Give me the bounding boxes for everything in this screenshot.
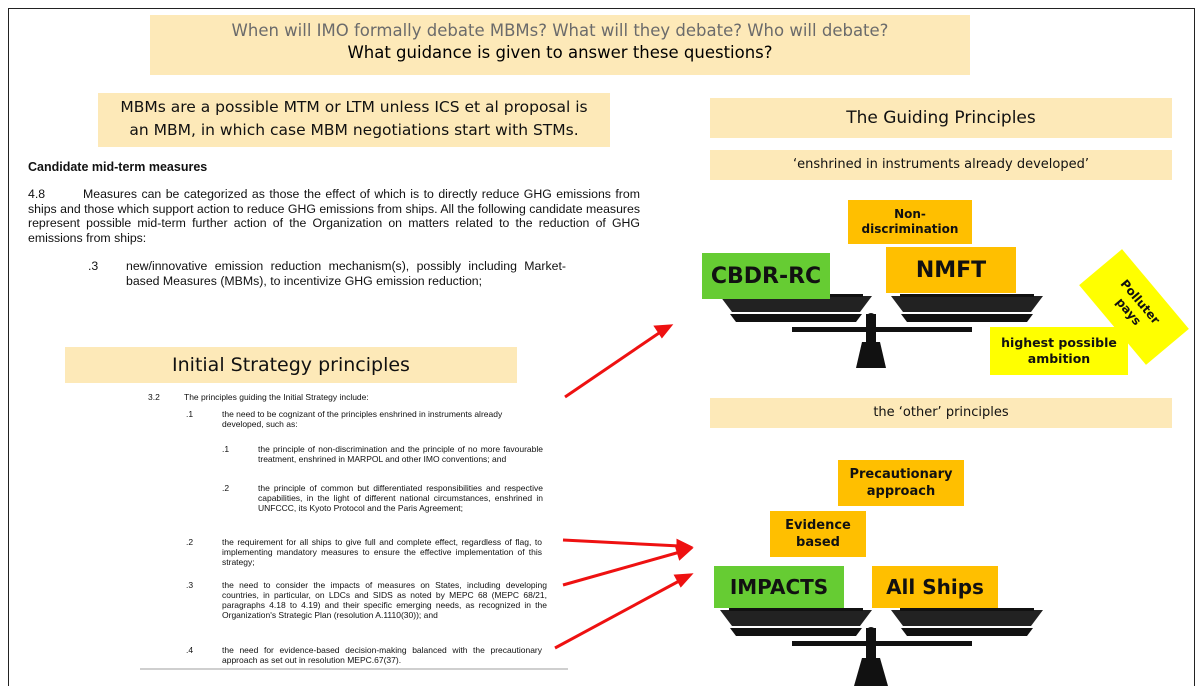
p3-number: .3 — [186, 580, 194, 590]
header-guidance: What guidance is given to answer these q… — [347, 43, 773, 62]
highest-ambition-label: highest possible ambition — [1001, 335, 1117, 366]
item-3-number: .3 — [88, 259, 99, 273]
evidence-based-label: Evidence based — [785, 518, 851, 550]
p4-text: the need for evidence-based decision-mak… — [222, 645, 542, 665]
evidence-based-box: Evidence based — [770, 511, 866, 557]
top-scale-icon — [720, 294, 1043, 368]
para-number: 4.8 — [28, 187, 46, 201]
principles-intro: The principles guiding the Initial Strat… — [184, 392, 369, 402]
impacts-box: IMPACTS — [714, 566, 844, 608]
header-question: When will IMO formally debate MBMs? What… — [231, 21, 889, 40]
document-bottom-rule — [140, 668, 568, 670]
non-discrimination-label: Non- discrimination — [861, 207, 959, 236]
p1-number: .1 — [186, 409, 194, 419]
red-arrows — [554, 324, 694, 650]
mbm-note-line2: an MBM, in which case MBM negotiations s… — [129, 121, 579, 139]
initial-strategy-title: Initial Strategy principles — [65, 347, 517, 383]
item-3-text: new/innovative emission reduction mechan… — [126, 259, 566, 288]
highest-ambition-box: highest possible ambition — [990, 327, 1128, 375]
nmft-box: NMFT — [886, 247, 1016, 293]
arrow-1 — [564, 329, 663, 399]
p4-number: .4 — [186, 645, 194, 655]
other-principles-label: the ‘other’ principles — [710, 398, 1172, 428]
candidate-heading: Candidate mid-term measures — [28, 160, 208, 174]
bottom-scale-icon — [720, 608, 1043, 686]
precautionary-approach-label: Precautionary approach — [849, 467, 953, 499]
non-discrimination-box: Non- discrimination — [848, 200, 972, 244]
p2-text: the requirement for all ships to give fu… — [222, 537, 542, 567]
arrow-4 — [554, 578, 682, 650]
p1-1-number: .1 — [222, 444, 230, 454]
slide-frame — [8, 8, 1195, 686]
mbm-note: MBMs are a possible MTM or LTM unless IC… — [98, 93, 610, 147]
p2-number: .2 — [186, 537, 194, 547]
para-text-first: Measures can be categorized as those the… — [83, 187, 552, 201]
para-text-rest: emissions from ships and those which sup… — [28, 187, 640, 245]
mbm-note-line1: MBMs are a possible MTM or LTM unless IC… — [120, 98, 588, 116]
all-ships-box: All Ships — [872, 566, 998, 608]
enshrined-label: ‘enshrined in instruments already develo… — [710, 150, 1172, 180]
arrow-2 — [562, 538, 681, 548]
p1-2-number: .2 — [222, 483, 230, 493]
p3-text: the need to consider the impacts of meas… — [222, 580, 547, 620]
paragraph-4-8: 4.8 Measures can be categorized as those … — [28, 187, 640, 245]
guiding-title: The Guiding Principles — [710, 98, 1172, 138]
precautionary-approach-box: Precautionary approach — [838, 460, 964, 506]
principles-section-number: 3.2 — [148, 392, 160, 402]
header-band: When will IMO formally debate MBMs? What… — [150, 15, 970, 75]
p1-2-text: the principle of common but differentiat… — [258, 483, 543, 513]
arrow-3 — [562, 550, 681, 587]
p1-text: the need to be cognizant of the principl… — [222, 409, 503, 429]
p1-1-text: the principle of non-discrimination and … — [258, 444, 543, 464]
cbdr-rc-box: CBDR-RC — [702, 253, 830, 299]
